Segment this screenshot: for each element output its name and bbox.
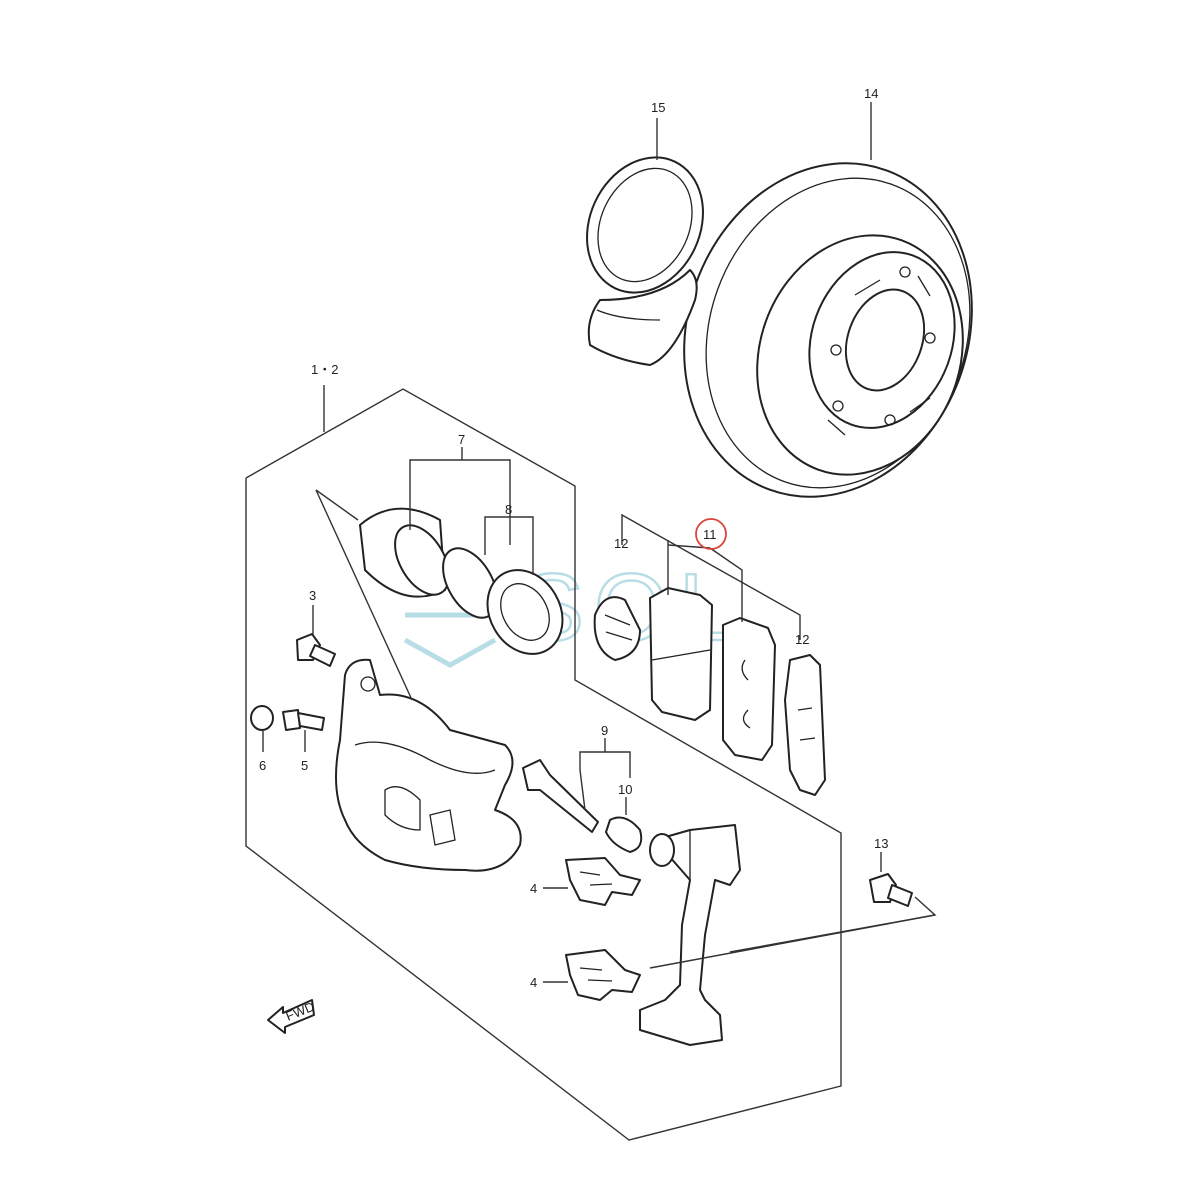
- brake-pad-outer: [722, 617, 776, 761]
- callout-9: 9: [601, 723, 608, 738]
- guide-pin: [522, 759, 643, 853]
- callout-4-lower: 4: [530, 975, 537, 990]
- callout-13: 13: [874, 836, 888, 851]
- callout-11: 11: [703, 527, 717, 542]
- callouts: 15 14 1・2 7 8 3 6 5 9 10 12 11 12 4 4 13: [259, 86, 888, 990]
- callout-10: 10: [618, 782, 632, 797]
- fwd-arrow-icon: FWD: [267, 999, 317, 1034]
- callout-12-right: 12: [795, 632, 809, 647]
- callout-7: 7: [458, 432, 465, 447]
- clip-upper: [565, 857, 641, 906]
- brake-pad-inner: [649, 587, 713, 721]
- callout-4-upper: 4: [530, 881, 537, 896]
- caliper-piston: [359, 507, 564, 655]
- bleeder-cap-6: [250, 705, 274, 731]
- shim-left: [593, 596, 641, 661]
- caliper-body: [335, 658, 522, 872]
- callout-3: 3: [309, 588, 316, 603]
- bolt-13: [869, 873, 913, 907]
- bolt-3: [296, 633, 336, 667]
- assembly-outline: [245, 385, 842, 1141]
- boot-ring: [586, 156, 704, 366]
- highlight-circle: [695, 518, 727, 550]
- callout-12-left: 12: [614, 536, 628, 551]
- leader-lines: [262, 102, 937, 983]
- bleeder-screw-5: [282, 709, 325, 731]
- callout-15: 15: [651, 100, 665, 115]
- callout-1-2: 1・2: [311, 362, 338, 377]
- callout-5: 5: [301, 758, 308, 773]
- clip-lower: [565, 949, 641, 1001]
- callout-8: 8: [505, 502, 512, 517]
- callout-14: 14: [864, 86, 878, 101]
- caliper-bracket: [639, 824, 741, 1046]
- brake-disc: [683, 162, 973, 498]
- shim-right: [784, 654, 826, 796]
- callout-6: 6: [259, 758, 266, 773]
